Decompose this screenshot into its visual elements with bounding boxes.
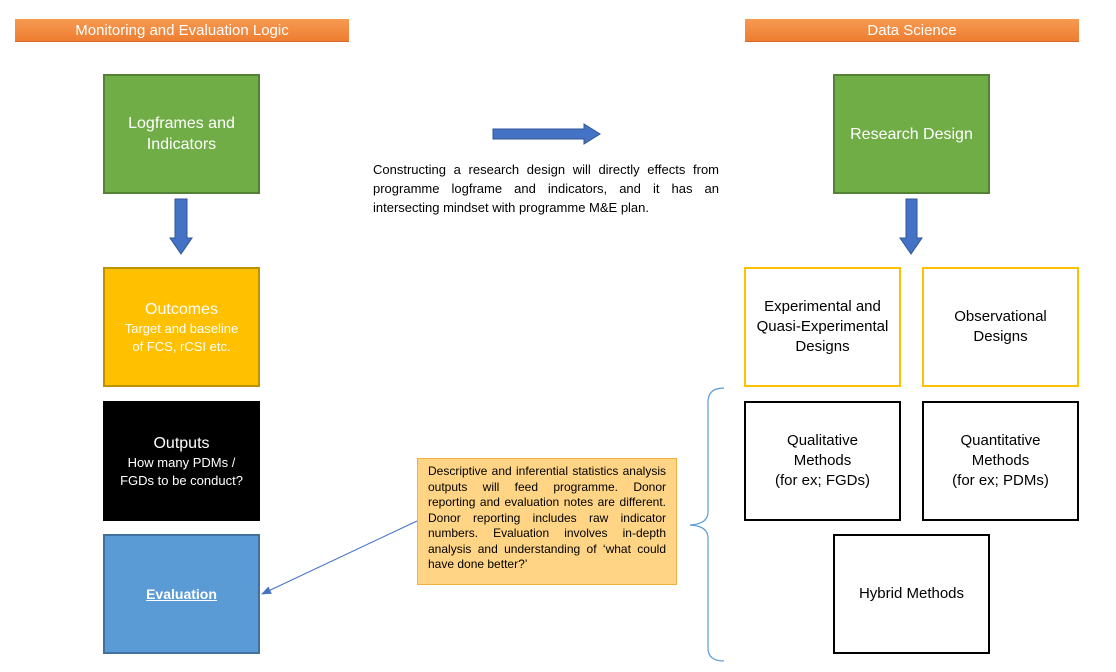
header-left-label: Monitoring and Evaluation Logic (75, 21, 289, 39)
qualitative-methods-label: Qualitative Methods (for ex; FGDs) (774, 432, 870, 489)
analysis-callout: Descriptive and inferential statistics a… (417, 458, 677, 585)
hybrid-methods-box: Hybrid Methods (833, 534, 990, 654)
outputs-title: Outputs (153, 434, 210, 452)
outcomes-title: Outcomes (145, 300, 218, 318)
down-arrow-left (169, 198, 193, 255)
hybrid-methods-label: Hybrid Methods (858, 585, 965, 602)
header-right-label: Data Science (867, 21, 957, 39)
quantitative-methods-label: Quantitative Methods (for ex; PDMs) (952, 432, 1049, 489)
research-design-note: Constructing a research design will dire… (373, 162, 719, 215)
quantitative-methods-box: Quantitative Methods (for ex; PDMs) (922, 401, 1079, 521)
experimental-designs-label: Experimental and Quasi-Experimental Desi… (756, 298, 889, 355)
header-monitoring-evaluation: Monitoring and Evaluation Logic (15, 19, 349, 42)
experimental-designs-box: Experimental and Quasi-Experimental Desi… (744, 267, 901, 387)
logframes-label: Logframes and Indicators (128, 115, 235, 153)
callout-to-evaluation-connector (261, 520, 418, 595)
qualitative-methods-box: Qualitative Methods (for ex; FGDs) (744, 401, 901, 521)
research-design-box: Research Design (833, 74, 990, 194)
outputs-box: Outputs How many PDMs / FGDs to be condu… (103, 401, 260, 521)
down-arrow-right (899, 198, 923, 255)
research-design-label: Research Design (850, 125, 973, 143)
methods-brace (689, 387, 725, 662)
outcomes-subtitle: Target and baseline of FCS, rCSI etc. (124, 320, 239, 354)
logframes-box: Logframes and Indicators (103, 74, 260, 194)
header-data-science: Data Science (745, 19, 1079, 42)
observational-designs-label: Observational Designs (954, 308, 1047, 345)
outputs-subtitle: How many PDMs / FGDs to be conduct? (120, 454, 243, 488)
evaluation-link[interactable]: Evaluation (146, 585, 217, 602)
outcomes-box: Outcomes Target and baseline of FCS, rCS… (103, 267, 260, 387)
evaluation-box[interactable]: Evaluation (103, 534, 260, 654)
observational-designs-box: Observational Designs (922, 267, 1079, 387)
right-arrow-middle (492, 123, 601, 145)
